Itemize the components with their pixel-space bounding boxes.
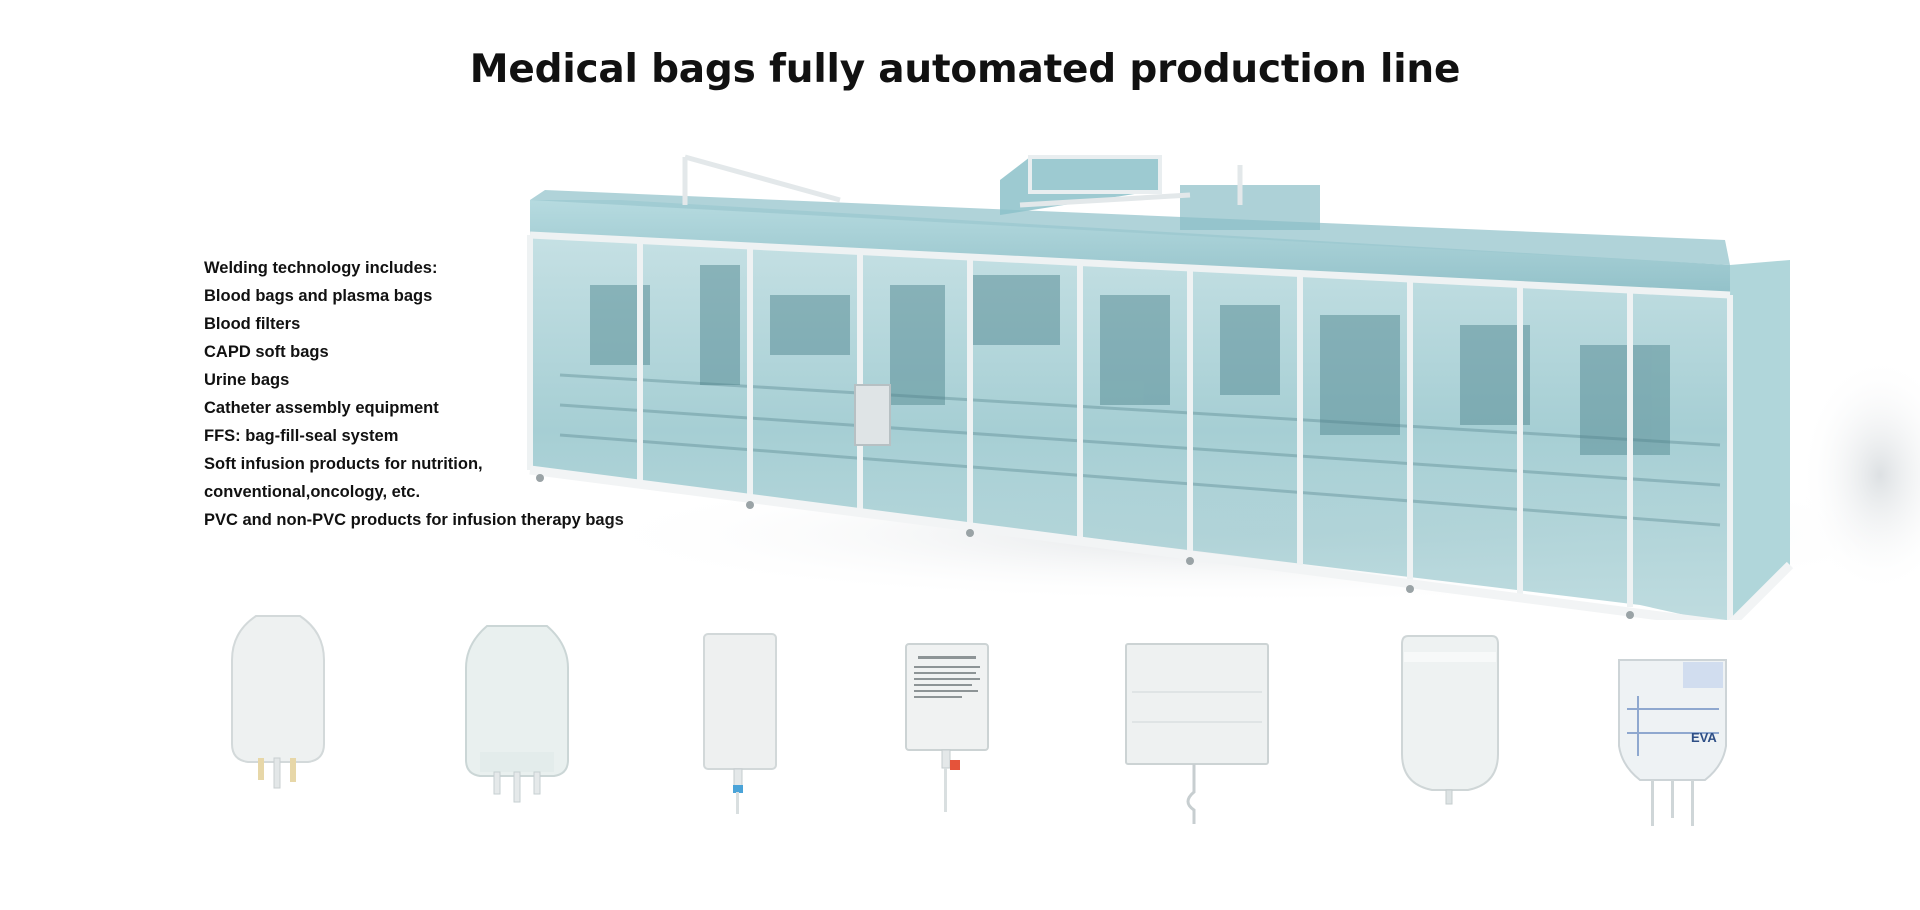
blood-bag-image xyxy=(231,615,325,789)
plasma-bag-image xyxy=(465,625,569,803)
page-title: Medical bags fully automated production … xyxy=(469,47,1461,92)
production-line-machine-image xyxy=(527,154,1920,620)
soft-bag-image xyxy=(1401,635,1499,805)
list-item: Urine bags xyxy=(204,371,290,389)
list-item: CAPD soft bags xyxy=(204,343,329,361)
list-item: Welding technology includes: xyxy=(204,259,438,277)
list-item: FFS: bag-fill-seal system xyxy=(204,427,399,445)
eva-bag-image: EVA xyxy=(1618,659,1727,826)
eva-label: EVA xyxy=(1691,730,1717,745)
list-item: Blood bags and plasma bags xyxy=(204,287,433,305)
list-item: PVC and non-PVC products for infusion th… xyxy=(204,511,624,529)
printed-infusion-bag-image xyxy=(905,643,989,812)
list-item: conventional,oncology, etc. xyxy=(204,483,421,501)
capd-soft-bag-image xyxy=(1125,643,1269,824)
list-item: Blood filters xyxy=(204,315,301,333)
list-item: Soft infusion products for nutrition, xyxy=(204,455,483,473)
welding-technology-list: Welding technology includes: Blood bags … xyxy=(204,254,624,534)
list-item: Catheter assembly equipment xyxy=(204,399,439,417)
infusion-bag-image xyxy=(703,633,777,814)
